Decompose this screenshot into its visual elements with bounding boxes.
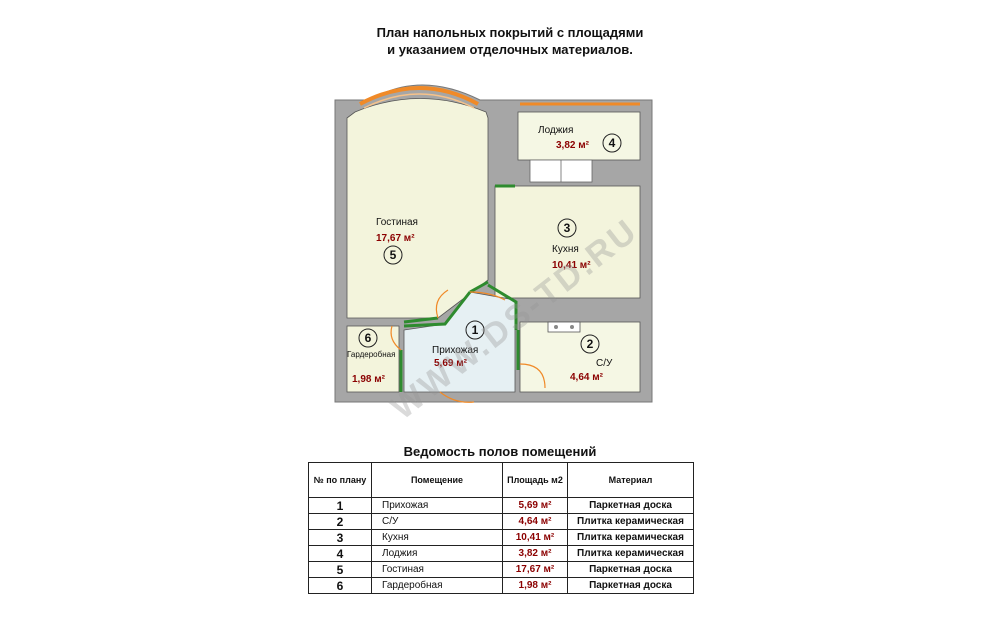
table-row: 1 Прихожая 5,69 м² Паркетная доска <box>308 497 694 514</box>
window-arc-inner <box>363 93 475 109</box>
room-number: 4 <box>609 136 616 150</box>
cell-num: 2 <box>308 513 372 530</box>
partition-hall-kitchen <box>403 291 472 328</box>
room-number-circle <box>557 218 577 238</box>
window-arc <box>359 86 479 106</box>
cell-material: Плитка керамическая <box>567 513 694 530</box>
cell-room: Кухня <box>371 529 503 546</box>
partition-living-hall <box>403 280 489 324</box>
cell-area: 3,82 м² <box>502 545 568 562</box>
room-living <box>346 98 489 319</box>
room-number-circle <box>383 245 403 265</box>
room-number: 3 <box>564 221 571 235</box>
cell-num: 6 <box>308 577 372 594</box>
cell-material: Плитка керамическая <box>567 529 694 546</box>
room-number-circle <box>465 320 485 340</box>
cell-area: 1,98 м² <box>502 577 568 594</box>
room-number: 5 <box>390 248 397 262</box>
table-title: Ведомость полов помещений <box>403 444 597 459</box>
room-number: 2 <box>587 337 594 351</box>
door-swing-entry <box>439 391 475 403</box>
room-area: 10,41 м² <box>552 260 591 271</box>
room-number-circle <box>602 133 622 153</box>
room-area: 1,98 м² <box>352 374 386 385</box>
bath-fixture <box>547 321 581 333</box>
cell-area: 5,69 м² <box>502 497 568 514</box>
room-name: Прихожая <box>432 345 478 356</box>
table-row: 4 Лоджия 3,82 м² Плитка керамическая <box>308 545 694 562</box>
room-number-circle <box>358 328 378 348</box>
room-area: 5,69 м² <box>434 358 468 369</box>
table-row: 2 С/У 4,64 м² Плитка керамическая <box>308 513 694 530</box>
room-name: Гардеробная <box>347 350 395 359</box>
cell-room: Прихожая <box>371 497 503 514</box>
room-number: 6 <box>365 331 372 345</box>
room-kitchen <box>494 185 641 299</box>
cell-room: С/У <box>371 513 503 530</box>
door-swing-hall <box>469 291 506 301</box>
cell-num: 4 <box>308 545 372 562</box>
column-header: Материал <box>567 462 694 498</box>
room-name: С/У <box>596 358 613 369</box>
room-area: 4,64 м² <box>570 372 604 383</box>
cell-room: Гостиная <box>371 561 503 578</box>
cell-material: Плитка керамическая <box>567 545 694 562</box>
cell-area: 4,64 м² <box>502 513 568 530</box>
table-row: 5 Гостиная 17,67 м² Паркетная доска <box>308 561 694 578</box>
room-area: 3,82 м² <box>556 140 590 151</box>
cell-num: 5 <box>308 561 372 578</box>
room-number-circle <box>580 334 600 354</box>
room-name: Кухня <box>552 244 579 255</box>
cell-material: Паркетная доска <box>567 497 694 514</box>
room-bathroom <box>519 321 641 393</box>
column-header: Площадь м2 <box>502 462 568 498</box>
bath-fixture-dot <box>570 325 574 329</box>
floors-table: № по плану Помещение Площадь м2 Материал… <box>308 462 694 594</box>
partition-kitchen-hall <box>487 283 518 330</box>
bath-fixture-dot <box>554 325 558 329</box>
door-swing-wardrobe <box>390 325 402 351</box>
column-header: № по плану <box>308 462 372 498</box>
room-wardrobe <box>346 325 400 393</box>
room-number: 1 <box>472 323 479 337</box>
table-header-row: № по плану Помещение Площадь м2 Материал <box>308 462 694 498</box>
room-area: 17,67 м² <box>376 233 415 244</box>
room-loggia <box>517 111 641 161</box>
cell-num: 1 <box>308 497 372 514</box>
cell-num: 3 <box>308 529 372 546</box>
cell-material: Паркетная доска <box>567 577 694 594</box>
table-row: 6 Гардеробная 1,98 м² Паркетная доска <box>308 577 694 594</box>
column-header: Помещение <box>371 462 503 498</box>
cell-area: 10,41 м² <box>502 529 568 546</box>
room-name: Лоджия <box>538 125 573 136</box>
cell-material: Паркетная доска <box>567 561 694 578</box>
table-row: 3 Кухня 10,41 м² Плитка керамическая <box>308 529 694 546</box>
door-swing-living <box>435 289 449 319</box>
cell-area: 17,67 м² <box>502 561 568 578</box>
plan-title: План напольных покрытий с площадями и ук… <box>376 25 644 57</box>
door-swing-bath <box>519 363 546 389</box>
cell-room: Гардеробная <box>371 577 503 594</box>
room-name: Гостиная <box>376 217 418 228</box>
cell-room: Лоджия <box>371 545 503 562</box>
